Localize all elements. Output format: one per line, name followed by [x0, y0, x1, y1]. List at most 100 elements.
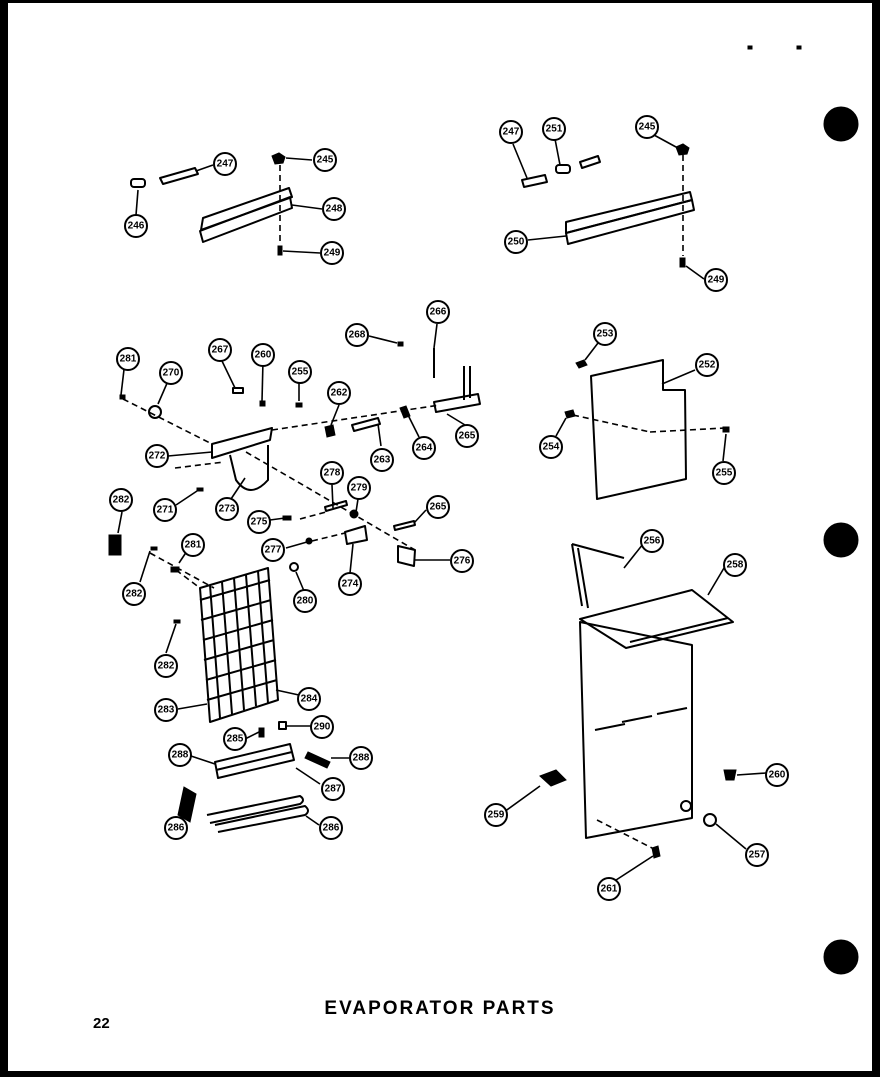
svg-text:286: 286: [323, 823, 340, 834]
callout-286a: 286: [164, 816, 188, 840]
svg-text:275: 275: [251, 517, 268, 528]
svg-text:272: 272: [149, 451, 166, 462]
punch-hole-middle: [823, 522, 859, 558]
callout-256: 256: [640, 529, 664, 553]
svg-text:283: 283: [158, 705, 175, 716]
callout-245b: 245: [635, 115, 659, 139]
svg-text:280: 280: [297, 596, 314, 607]
svg-text:279: 279: [351, 483, 368, 494]
callout-285: 285: [223, 727, 247, 751]
callout-250: 250: [504, 230, 528, 254]
callout-282c: 282: [154, 654, 178, 678]
svg-text:252: 252: [699, 360, 716, 371]
svg-text:259: 259: [488, 810, 505, 821]
callout-246: 246: [124, 214, 148, 238]
evaporator-panel-assembly: [503, 543, 767, 883]
svg-text:285: 285: [227, 734, 244, 745]
callout-254: 254: [539, 435, 563, 459]
svg-text:245: 245: [317, 155, 334, 166]
callout-274: 274: [338, 572, 362, 596]
callout-259: 259: [484, 803, 508, 827]
svg-text:277: 277: [265, 545, 282, 556]
svg-text:270: 270: [163, 368, 180, 379]
callout-261: 261: [597, 877, 621, 901]
svg-text:253: 253: [597, 329, 614, 340]
callout-264: 264: [412, 436, 436, 460]
callout-265a: 265: [455, 424, 479, 448]
callout-278: 278: [320, 461, 344, 485]
svg-text:267: 267: [212, 345, 229, 356]
svg-text:282: 282: [113, 495, 130, 506]
callout-252: 252: [695, 353, 719, 377]
callout-267: 267: [208, 338, 232, 362]
callout-273: 273: [215, 497, 239, 521]
svg-text:254: 254: [543, 442, 560, 453]
callout-281b: 281: [181, 533, 205, 557]
callout-257: 257: [745, 843, 769, 867]
svg-text:255: 255: [716, 468, 733, 479]
svg-text:262: 262: [331, 388, 348, 399]
callout-247b: 247: [499, 120, 523, 144]
svg-text:288: 288: [353, 753, 370, 764]
callout-280: 280: [293, 589, 317, 613]
svg-text:282: 282: [126, 589, 143, 600]
callout-251: 251: [542, 117, 566, 141]
svg-text:260: 260: [255, 350, 272, 361]
svg-text:256: 256: [644, 536, 661, 547]
svg-text:264: 264: [416, 443, 433, 454]
paper-sheet: [8, 3, 872, 1071]
page-number: 22: [93, 1015, 110, 1032]
callout-266: 266: [426, 300, 450, 324]
svg-text:245: 245: [639, 122, 656, 133]
callout-286b: 286: [319, 816, 343, 840]
callout-281a: 281: [116, 347, 140, 371]
svg-text:281: 281: [120, 354, 137, 365]
svg-text:261: 261: [601, 884, 618, 895]
svg-text:271: 271: [157, 505, 174, 516]
svg-text:247: 247: [217, 159, 234, 170]
callout-277: 277: [261, 538, 285, 562]
callout-276: 276: [450, 549, 474, 573]
svg-text:255: 255: [292, 367, 309, 378]
svg-text:249: 249: [324, 248, 341, 259]
callout-275: 275: [247, 510, 271, 534]
callout-247a: 247: [213, 152, 237, 176]
svg-text:266: 266: [430, 307, 447, 318]
callout-260: 260: [251, 343, 275, 367]
callout-287: 287: [321, 777, 345, 801]
svg-text:247: 247: [503, 127, 520, 138]
callout-283: 283: [154, 698, 178, 722]
callout-265b: 265: [426, 495, 450, 519]
svg-text:284: 284: [301, 694, 318, 705]
callout-245a: 245: [313, 148, 337, 172]
callout-282b: 282: [122, 582, 146, 606]
svg-text:250: 250: [508, 237, 525, 248]
svg-text:265: 265: [430, 502, 447, 513]
svg-text:265: 265: [459, 431, 476, 442]
evaporator-cover-assembly: [555, 342, 730, 500]
callout-279: 279: [347, 476, 371, 500]
callout-288a: 288: [168, 743, 192, 767]
punch-hole-bottom: [823, 939, 859, 975]
callout-255a: 255: [288, 360, 312, 384]
callout-262: 262: [327, 381, 351, 405]
page-title: EVAPORATOR PARTS: [324, 998, 556, 1019]
svg-text:288: 288: [172, 750, 189, 761]
svg-text:290: 290: [314, 722, 331, 733]
callout-282a: 282: [109, 488, 133, 512]
svg-text:286: 286: [168, 823, 185, 834]
svg-text:287: 287: [325, 784, 342, 795]
callout-249a: 249: [320, 241, 344, 265]
svg-text:246: 246: [128, 221, 145, 232]
callout-272: 272: [145, 444, 169, 468]
callout-263: 263: [370, 448, 394, 472]
svg-text:281: 281: [185, 540, 202, 551]
top-right-rail-assembly: [512, 134, 705, 280]
callout-268: 268: [345, 323, 369, 347]
svg-text:251: 251: [546, 124, 563, 135]
svg-text:263: 263: [374, 455, 391, 466]
punch-hole-top: [823, 106, 859, 142]
svg-text:249: 249: [708, 275, 725, 286]
